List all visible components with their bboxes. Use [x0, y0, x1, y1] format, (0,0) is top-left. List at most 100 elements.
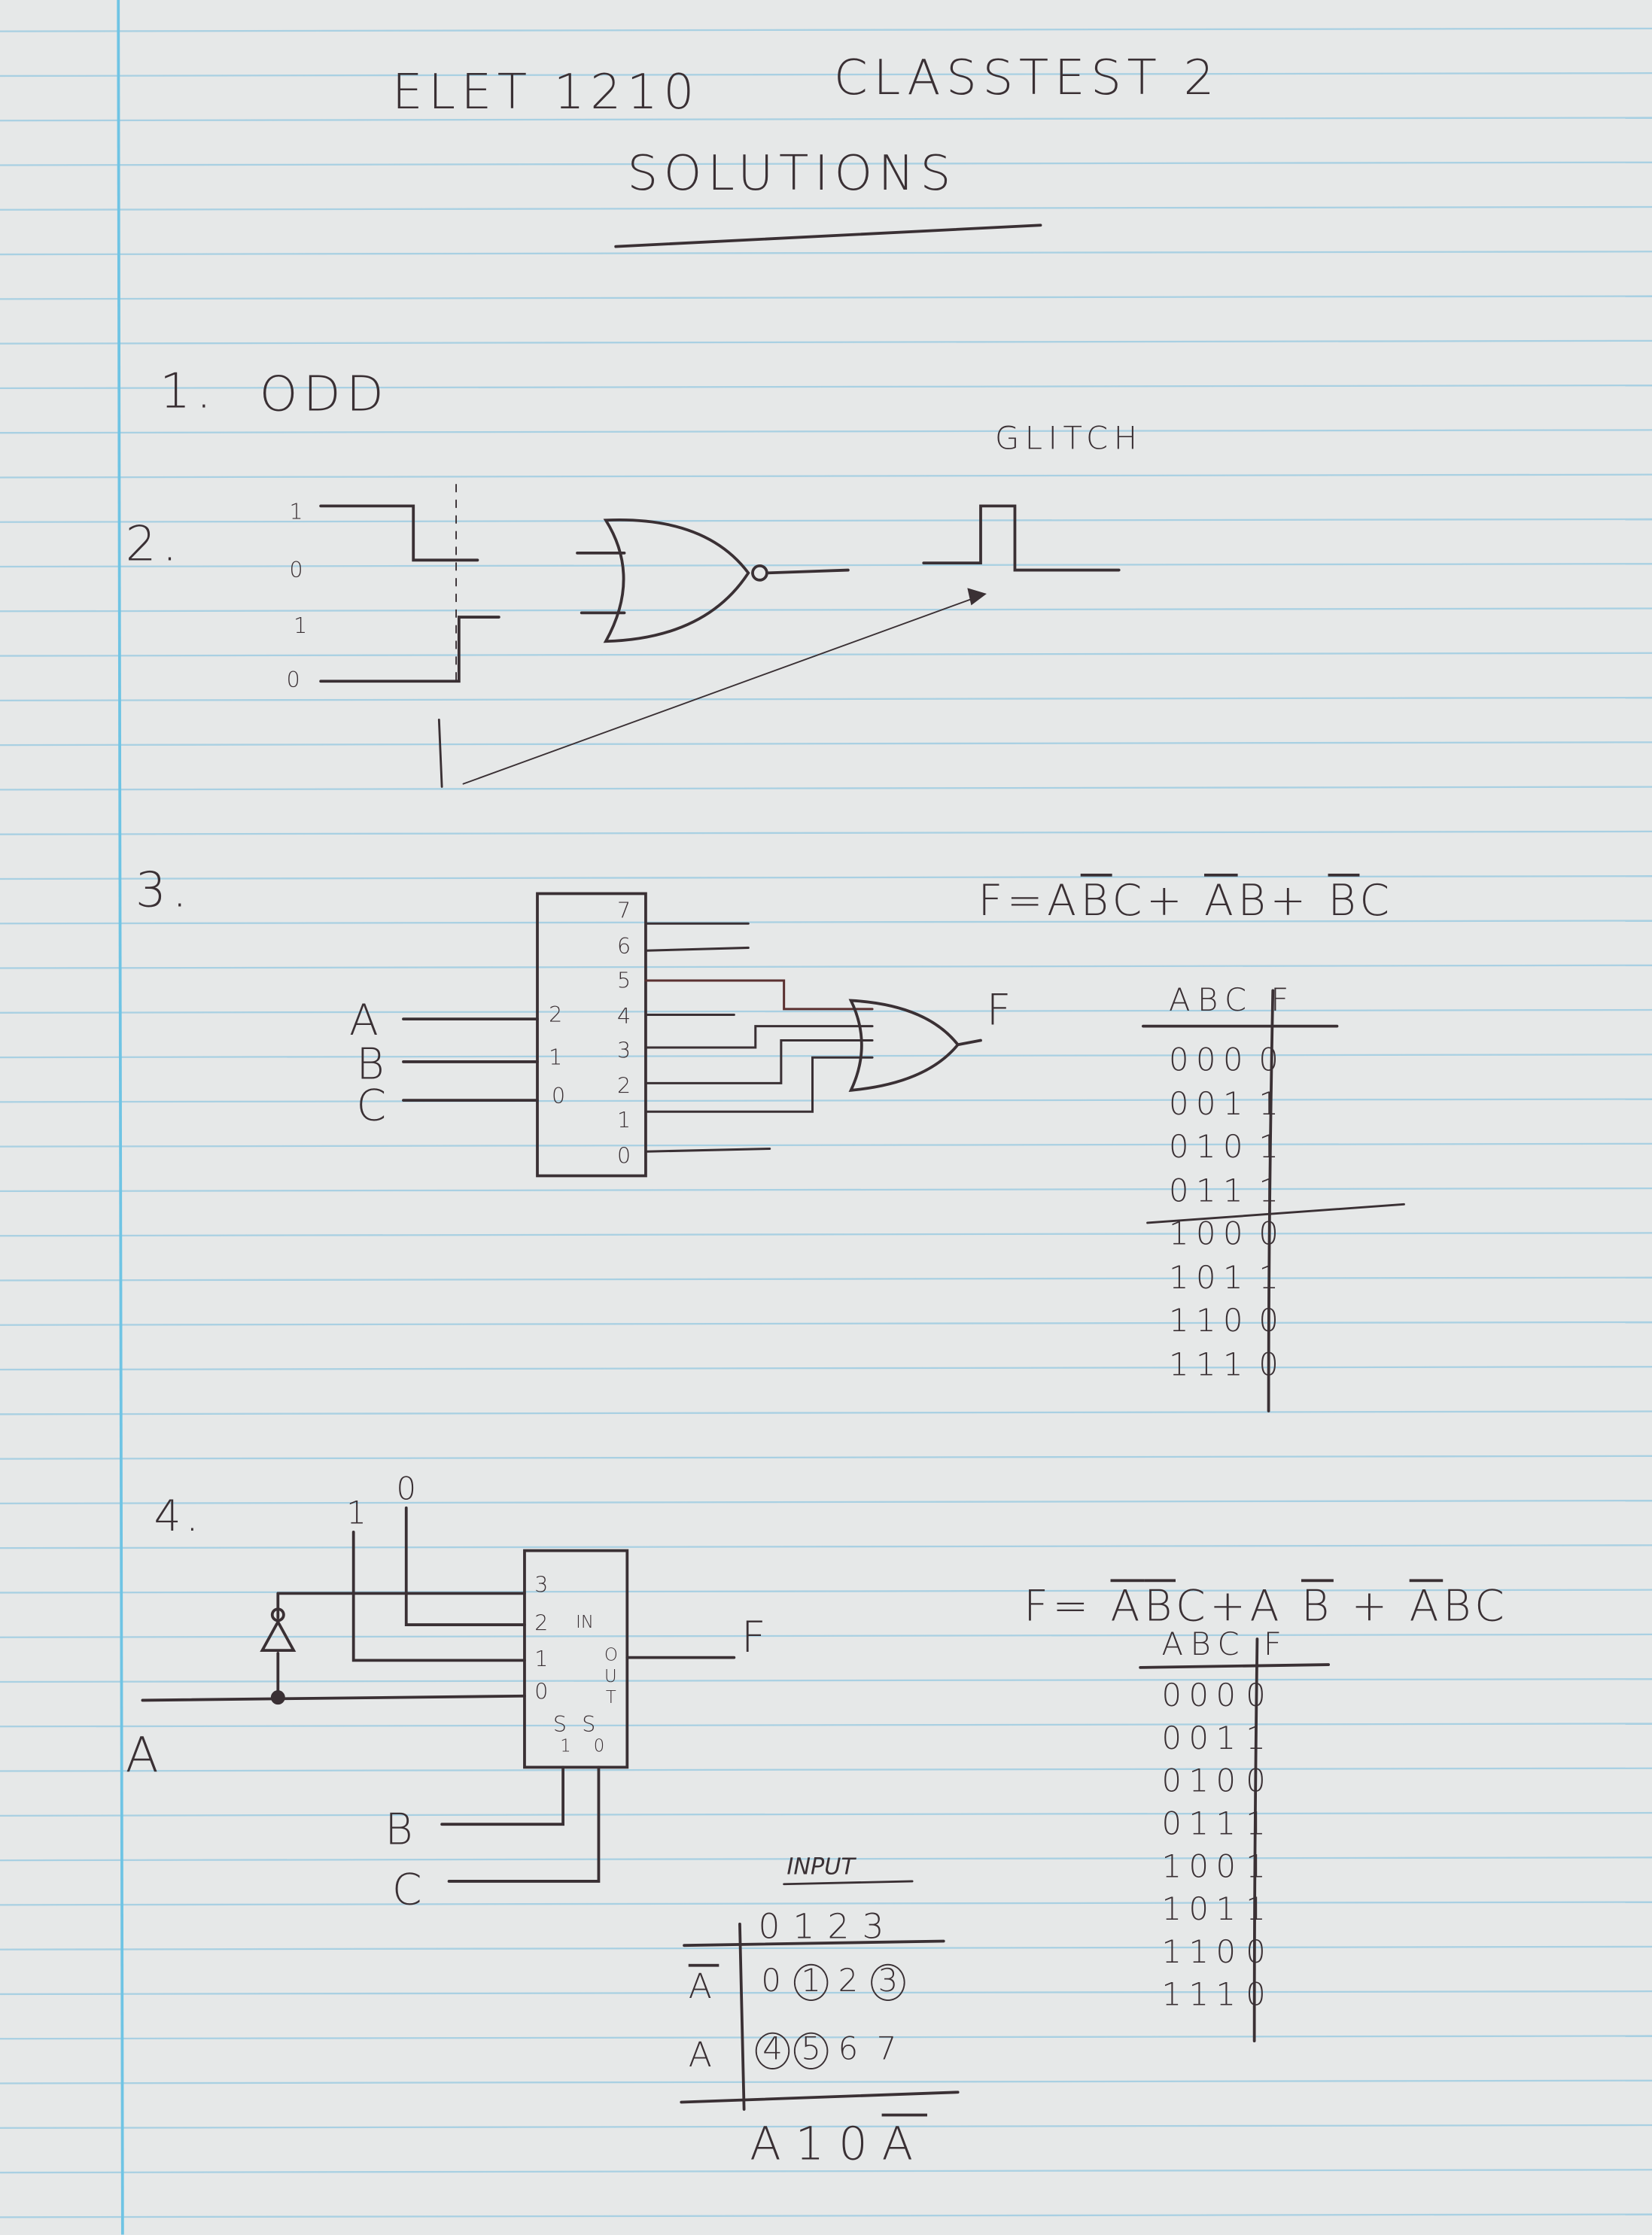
ruled-line	[0, 1321, 1652, 1326]
output-cell: 1	[1246, 1807, 1273, 1843]
inputs-cell: 111	[1161, 1978, 1243, 2015]
decoder-output-pin: 0	[617, 1142, 631, 1169]
input-b-label: B	[385, 1805, 418, 1856]
ruled-line	[0, 1723, 1652, 1728]
const-1: 1	[346, 1496, 373, 1532]
minterm: 2	[838, 1963, 859, 2000]
out-label: O	[604, 1644, 618, 1665]
ruled-line	[0, 161, 1652, 166]
pointer-line	[462, 594, 981, 785]
inputs-cell: 101	[1168, 1260, 1250, 1297]
ruled-line	[0, 875, 1652, 880]
minterm: 7	[876, 2032, 897, 2069]
ruled-line	[0, 563, 1652, 568]
inputs-cell: 010	[1161, 1764, 1243, 1800]
select-pin: 2	[549, 1002, 563, 1028]
ruled-line	[0, 607, 1652, 613]
ruled-line	[0, 1856, 1652, 1862]
waveform-bottom	[319, 616, 500, 683]
input-c-label: C	[356, 1081, 391, 1132]
level-1: 1	[294, 613, 308, 639]
input-a-label: A	[125, 1727, 165, 1785]
output-cell: 1	[1246, 1721, 1273, 1758]
ruled-line	[0, 1276, 1652, 1282]
ruled-line	[0, 1098, 1652, 1103]
ruled-line	[0, 117, 1652, 122]
ruled-line	[0, 2124, 1652, 2129]
ruled-line	[0, 1232, 1652, 1237]
output-cell: 0	[1258, 1303, 1286, 1340]
const-0: 0	[396, 1472, 422, 1508]
select-label: S S	[552, 1711, 600, 1738]
kmap-row-label: A	[688, 1966, 720, 2007]
ruled-line	[0, 1990, 1652, 1996]
ruled-line	[0, 339, 1652, 345]
inputs-cell: 100	[1168, 1217, 1250, 1253]
ruled-line	[0, 1678, 1652, 1683]
ruled-line	[0, 1187, 1652, 1193]
inputs-cell: 011	[1168, 1173, 1250, 1209]
output-cell: 1	[1246, 1893, 1273, 1929]
ruled-line	[0, 518, 1652, 523]
decoder-output-pin: 1	[617, 1107, 631, 1133]
ruled-line	[0, 696, 1652, 701]
input-b-label: B	[356, 1040, 389, 1090]
tt3-header: ABC F	[1168, 983, 1296, 1020]
in-label: IN	[576, 1612, 594, 1632]
ruled-line	[0, 830, 1652, 835]
q4-equation: F= ABC+A B + ABC	[1024, 1582, 1509, 1632]
inputs-cell: 010	[1168, 1130, 1250, 1166]
nor-gate	[576, 518, 850, 643]
output-cell: 0	[1258, 1217, 1286, 1253]
ruled-line	[0, 1366, 1652, 1371]
decoder-output-pin: 7	[617, 898, 631, 924]
ruled-line	[0, 741, 1652, 747]
select-pin: 0	[551, 1083, 566, 1109]
mux-pin: 0	[534, 1679, 549, 1705]
output-cell: 1	[1258, 1130, 1286, 1166]
subtitle: SOLUTIONS	[627, 145, 957, 202]
decoder-output-pin: 2	[617, 1072, 631, 1099]
input-c-label: C	[391, 1866, 427, 1916]
ruled-line	[0, 1589, 1652, 1594]
decoder-box	[536, 892, 647, 1178]
ruled-line	[0, 1811, 1652, 1817]
decoder-output-pin: 5	[617, 967, 631, 994]
mux-pin: 3	[534, 1571, 549, 1598]
q2-number: 2.	[125, 515, 184, 573]
select-index: 1 0	[560, 1735, 613, 1756]
q1-number: 1.	[160, 363, 218, 421]
output-cell: 1	[1258, 1173, 1286, 1209]
inputs-cell: 111	[1168, 1347, 1250, 1384]
kmap-title: INPUT	[786, 1853, 856, 1881]
ruled-line	[0, 1945, 1652, 1951]
glitch-label: GLITCH	[994, 421, 1143, 458]
inputs-cell: 001	[1168, 1087, 1250, 1123]
ruled-line	[0, 964, 1652, 969]
level-1: 1	[289, 498, 303, 525]
inputs-cell: 110	[1168, 1303, 1250, 1340]
circled-minterm: 4	[755, 2032, 790, 2069]
ruled-line	[0, 473, 1652, 479]
mux-output-f: F	[741, 1613, 771, 1664]
select-pin: 1	[549, 1045, 563, 1071]
ruled-line	[0, 384, 1652, 390]
inverter-icon	[260, 1619, 297, 1653]
output-cell: 1	[1246, 1850, 1273, 1886]
ruled-line	[0, 2169, 1652, 2174]
ruled-line	[0, 2079, 1652, 2084]
inputs-cell: 000	[1168, 1043, 1250, 1079]
ruled-line	[0, 295, 1652, 300]
subtitle-underline	[614, 224, 1042, 248]
ruled-line	[0, 27, 1652, 32]
kmap-row-label: A	[688, 2035, 720, 2075]
ruled-line	[0, 920, 1652, 925]
